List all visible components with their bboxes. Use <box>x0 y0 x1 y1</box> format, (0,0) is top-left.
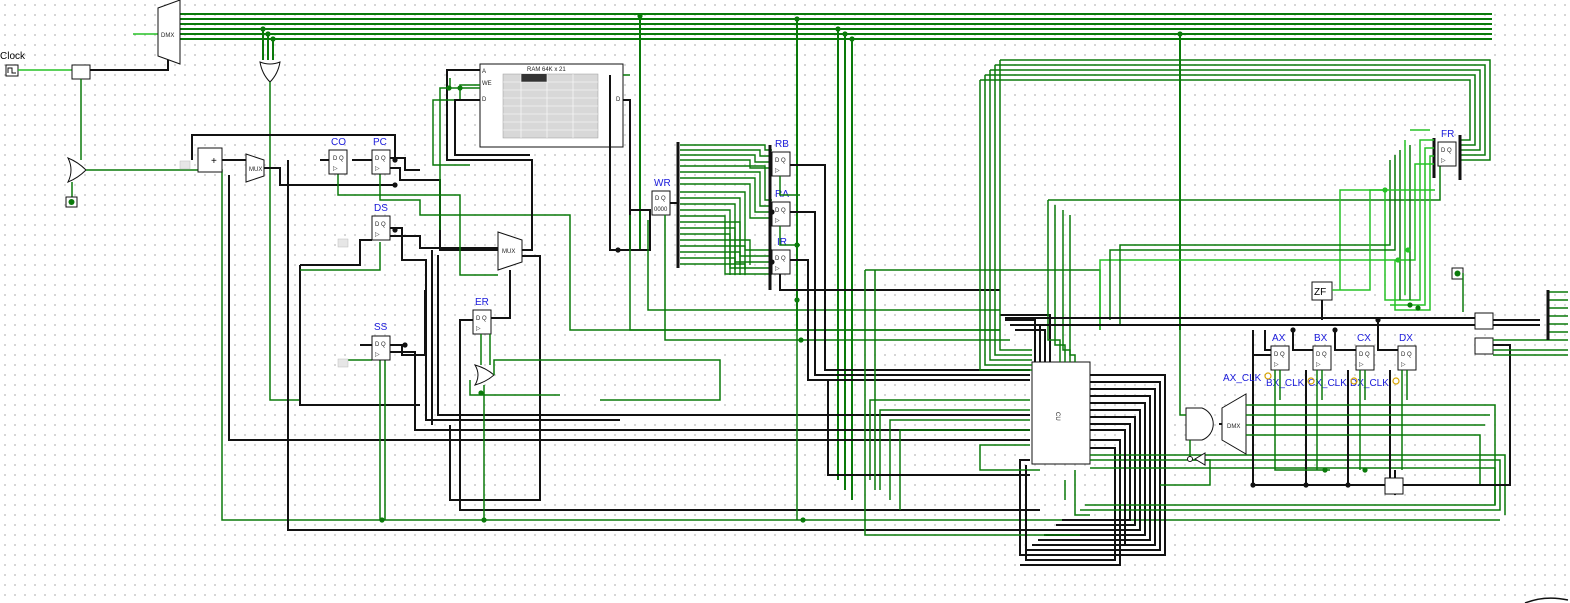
svg-text:▷: ▷ <box>775 218 780 224</box>
tunnel-bottom <box>1384 477 1404 495</box>
zero-flag: ZF <box>1311 281 1333 301</box>
register-bx: BX D Q ▷ <box>1312 333 1332 371</box>
svg-text:CX: CX <box>1357 333 1371 344</box>
register-rb: RB D Q ▷ <box>771 139 791 177</box>
bx-clk-label: BX_CLK <box>1266 378 1305 389</box>
svg-text:IR: IR <box>777 237 787 248</box>
svg-text:RB: RB <box>775 139 789 150</box>
svg-text:ZF: ZF <box>1314 287 1326 298</box>
svg-text:▷: ▷ <box>775 266 780 272</box>
svg-text:D Q: D Q <box>375 222 386 228</box>
svg-text:▷: ▷ <box>375 166 380 172</box>
demux-right: DMX <box>1221 393 1247 455</box>
tunnel-right-2 <box>1474 337 1494 355</box>
clock-input[interactable] <box>5 64 19 77</box>
demux-top: DMX <box>157 0 181 65</box>
cx-clk-label: CX_CLK <box>1308 378 1347 389</box>
svg-text:▷: ▷ <box>775 168 780 174</box>
svg-text:D Q: D Q <box>375 156 386 162</box>
svg-text:D Q: D Q <box>775 256 786 262</box>
or-gate-top <box>259 61 281 83</box>
register-fr: FR D Q ▷ <box>1437 129 1457 167</box>
clock-section: Clock <box>0 45 1500 521</box>
svg-text:MUX: MUX <box>249 167 262 173</box>
svg-text:CU: CU <box>1054 412 1060 421</box>
svg-text:D Q: D Q <box>1359 352 1370 358</box>
svg-text:D Q: D Q <box>775 208 786 214</box>
svg-text:▷: ▷ <box>476 326 481 332</box>
svg-text:MUX: MUX <box>502 249 515 255</box>
svg-text:A: A <box>482 69 486 75</box>
svg-text:D Q: D Q <box>775 158 786 164</box>
svg-text:D Q: D Q <box>655 196 666 202</box>
register-wr: WR D Q 0000 <box>651 178 671 216</box>
adder: + <box>197 147 223 173</box>
register-ss: SS D Q ▷ <box>371 322 391 361</box>
register-ax: AX D Q ▷ <box>1270 333 1290 371</box>
svg-text:D Q: D Q <box>476 316 487 322</box>
svg-text:▷: ▷ <box>1441 158 1446 164</box>
control-unit: CU <box>1031 361 1091 465</box>
svg-text:D Q: D Q <box>333 156 344 162</box>
ds-pin <box>337 238 349 248</box>
register-pc: PC D Q ▷ <box>371 137 391 175</box>
wr-fan <box>680 144 772 275</box>
svg-text:D: D <box>616 97 621 103</box>
not-gate <box>1187 452 1206 466</box>
ax-clk-label: AX_CLK <box>1223 373 1262 384</box>
register-er: ER D Q ▷ <box>472 297 492 335</box>
svg-text:▷: ▷ <box>1274 362 1279 368</box>
svg-text:AX: AX <box>1272 333 1286 344</box>
svg-text:DX: DX <box>1399 333 1413 344</box>
dx-clk-label: DX_CLK <box>1350 378 1389 389</box>
svg-text:DMX: DMX <box>1227 424 1240 430</box>
and-gate <box>1185 407 1214 441</box>
svg-text:WE: WE <box>482 81 492 87</box>
svg-text:DMX: DMX <box>161 33 174 39</box>
svg-text:D Q: D Q <box>1274 352 1285 358</box>
mux-left: MUX <box>245 153 265 183</box>
svg-text:▷: ▷ <box>375 352 380 358</box>
svg-text:FR: FR <box>1441 129 1454 140</box>
svg-text:D Q: D Q <box>1441 148 1452 154</box>
svg-text:▷: ▷ <box>375 232 380 238</box>
svg-text:RAM 64K x 21: RAM 64K x 21 <box>527 67 566 73</box>
tunnel-right-1 <box>1474 312 1494 330</box>
svg-text:+: + <box>211 156 217 167</box>
svg-text:BX: BX <box>1314 333 1328 344</box>
svg-text:D: D <box>482 97 487 103</box>
svg-text:D Q: D Q <box>375 342 386 348</box>
ss-pin <box>337 358 349 368</box>
mux-mid: MUX <box>497 231 523 271</box>
register-co: CO D Q ▷ <box>328 137 348 175</box>
svg-text:PC: PC <box>373 137 387 148</box>
svg-text:SS: SS <box>374 322 388 333</box>
svg-text:▷: ▷ <box>333 166 338 172</box>
clock-label: Clock <box>0 51 26 62</box>
svg-text:D Q: D Q <box>1316 352 1327 358</box>
svg-text:D Q: D Q <box>1401 352 1412 358</box>
or-gate-clock <box>66 157 87 183</box>
svg-text:DS: DS <box>374 203 388 214</box>
svg-text:WR: WR <box>654 178 671 189</box>
svg-text:ER: ER <box>475 297 489 308</box>
top-bus <box>133 13 1492 500</box>
svg-text:0000: 0000 <box>654 207 668 213</box>
or-gate-er <box>473 364 495 386</box>
const-pin <box>179 160 191 170</box>
register-dx: DX D Q ▷ <box>1397 333 1417 371</box>
svg-text:CO: CO <box>331 137 346 148</box>
ram: RAM 64K x 21 A WE D D <box>479 63 624 148</box>
svg-text:▷: ▷ <box>1401 362 1406 368</box>
register-ds: DS D Q ▷ <box>371 203 391 241</box>
register-cx: CX D Q ▷ <box>1355 333 1375 371</box>
svg-text:▷: ▷ <box>1359 362 1364 368</box>
register-ir: IR D Q ▷ <box>771 237 791 275</box>
clock-tunnel <box>71 64 91 80</box>
svg-text:▷: ▷ <box>1316 362 1321 368</box>
